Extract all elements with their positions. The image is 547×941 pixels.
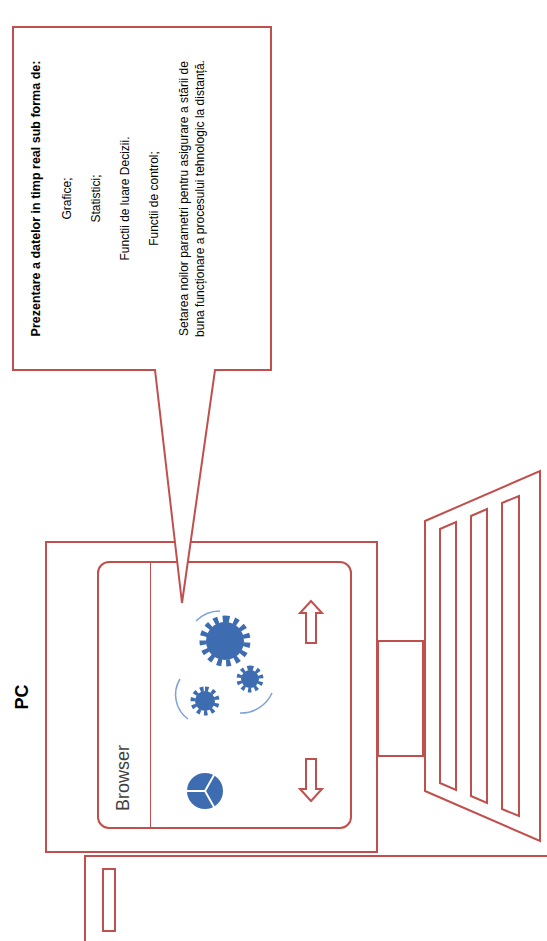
gears-icon <box>176 611 272 719</box>
key-row <box>502 496 519 816</box>
callout-item: Grafice; <box>59 48 75 349</box>
callout-bubble: Prezentare a datelor in timp real sub fo… <box>12 26 272 371</box>
pie-chart-icon <box>187 773 223 809</box>
key-row <box>440 522 456 790</box>
tower-case <box>85 856 547 941</box>
window-title: Browser <box>99 563 151 827</box>
arrow-right <box>300 601 322 643</box>
callout-item: Setarea noilor parametri pentru asigurar… <box>176 48 208 349</box>
callout-outline <box>12 26 272 371</box>
callout-heading: Prezentare a datelor in timp real sub fo… <box>28 48 45 349</box>
transfer-arrows <box>300 601 322 801</box>
tower-slot <box>103 869 115 931</box>
callout-item: Functii de control; <box>146 48 162 349</box>
device-label: PC <box>11 543 33 851</box>
callout-item: Statistici; <box>88 48 104 349</box>
keyboard-body <box>425 471 540 841</box>
callout-item: Functii de luare Decizii. <box>117 48 133 349</box>
keyboard <box>425 471 540 841</box>
pc-tower <box>85 856 547 941</box>
monitor-frame: PCBrowser <box>45 541 378 853</box>
browser-window: Browser <box>97 561 352 829</box>
monitor-stand <box>378 641 423 756</box>
arrow-left <box>300 759 322 801</box>
callout-shape <box>13 27 271 603</box>
key-row <box>471 509 487 803</box>
